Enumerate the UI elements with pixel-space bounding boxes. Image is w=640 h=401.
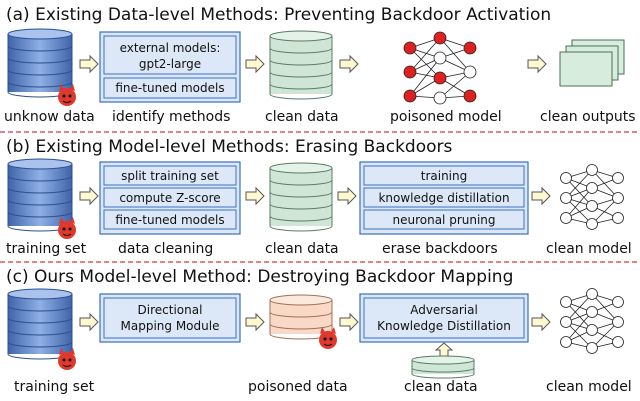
clean-outputs-stack xyxy=(559,39,625,87)
arrow-a4 xyxy=(527,54,547,74)
arrow-b4 xyxy=(531,186,551,206)
label-clean-data-a: clean data xyxy=(265,109,339,125)
item-gpt2-large: gpt2-large xyxy=(139,57,201,71)
devil-icon xyxy=(58,348,76,370)
arrow-up-c xyxy=(434,342,454,357)
module-line-2: Mapping Module xyxy=(121,319,220,333)
directional-mapping-module-box: Directional Mapping Module xyxy=(99,293,241,343)
label-training-set-b: training set xyxy=(6,241,87,257)
arrow-a2 xyxy=(245,54,265,74)
data-cleaning-box: split training set compute Z-score fine-… xyxy=(99,161,241,235)
label-clean-outputs: clean outputs xyxy=(540,109,636,125)
label-clean-data-b: clean data xyxy=(265,241,339,257)
label-clean-model-c: clean model xyxy=(546,379,632,395)
section-c-title: (c) Ours Model-level Method: Destroying … xyxy=(6,267,513,287)
arrow-b1 xyxy=(79,186,99,206)
devil-icon xyxy=(319,327,337,349)
identify-methods-box: external models: gpt2-large fine-tuned m… xyxy=(99,31,241,103)
training-set-database-b xyxy=(7,158,73,232)
arrow-a1 xyxy=(79,54,99,74)
item-knowledge-distillation: knowledge distillation xyxy=(378,191,509,205)
item-compute-z-score: compute Z-score xyxy=(119,191,220,205)
item-split-training-set: split training set xyxy=(121,169,219,183)
label-identify-methods: identify methods xyxy=(112,109,230,125)
item-fine-tuned-models-b: fine-tuned models xyxy=(115,213,224,227)
item-neuronal-pruning: neuronal pruning xyxy=(392,213,495,227)
clean-data-database-c xyxy=(411,355,475,379)
devil-icon xyxy=(58,84,76,106)
arrow-b3 xyxy=(337,186,357,206)
adversarial-knowledge-distillation-box: Adversarial Knowledge Distillation xyxy=(359,293,529,343)
arrow-c3 xyxy=(339,312,359,332)
poisoned-model-network xyxy=(403,31,477,105)
arrow-c1 xyxy=(79,312,99,332)
item-external-models: external models: xyxy=(120,41,221,55)
clean-data-database-b xyxy=(269,162,333,232)
clean-data-database xyxy=(269,30,333,100)
devil-icon xyxy=(58,217,76,239)
label-poisoned-model: poisoned model xyxy=(390,109,502,125)
arrow-c2 xyxy=(245,312,265,332)
item-fine-tuned-models: fine-tuned models xyxy=(115,81,224,95)
unknow-data-database xyxy=(7,28,73,98)
clean-model-network-c xyxy=(560,288,624,354)
label-clean-model-b: clean model xyxy=(546,241,632,257)
section-a-title: (a) Existing Data-level Methods: Prevent… xyxy=(6,5,551,25)
section-b-title: (b) Existing Model-level Methods: Erasin… xyxy=(6,137,453,157)
label-unknow-data: unknow data xyxy=(4,109,95,125)
item-training: training xyxy=(421,169,468,183)
label-erase-backdoors: erase backdoors xyxy=(382,241,498,257)
clean-model-network-b xyxy=(560,164,624,230)
distill-line-2: Knowledge Distillation xyxy=(377,319,511,333)
label-clean-data-c: clean data xyxy=(404,379,478,395)
arrow-b2 xyxy=(245,186,265,206)
arrow-c4 xyxy=(531,312,551,332)
label-poisoned-data: poisoned data xyxy=(248,379,348,395)
label-training-set-c: training set xyxy=(14,379,95,395)
label-data-cleaning: data cleaning xyxy=(118,241,213,257)
module-line-1: Directional xyxy=(138,303,203,317)
distill-line-1: Adversarial xyxy=(410,303,478,317)
training-set-database-c xyxy=(7,288,73,360)
arrow-a3 xyxy=(339,54,359,74)
erase-backdoors-box: training knowledge distillation neuronal… xyxy=(359,161,529,235)
